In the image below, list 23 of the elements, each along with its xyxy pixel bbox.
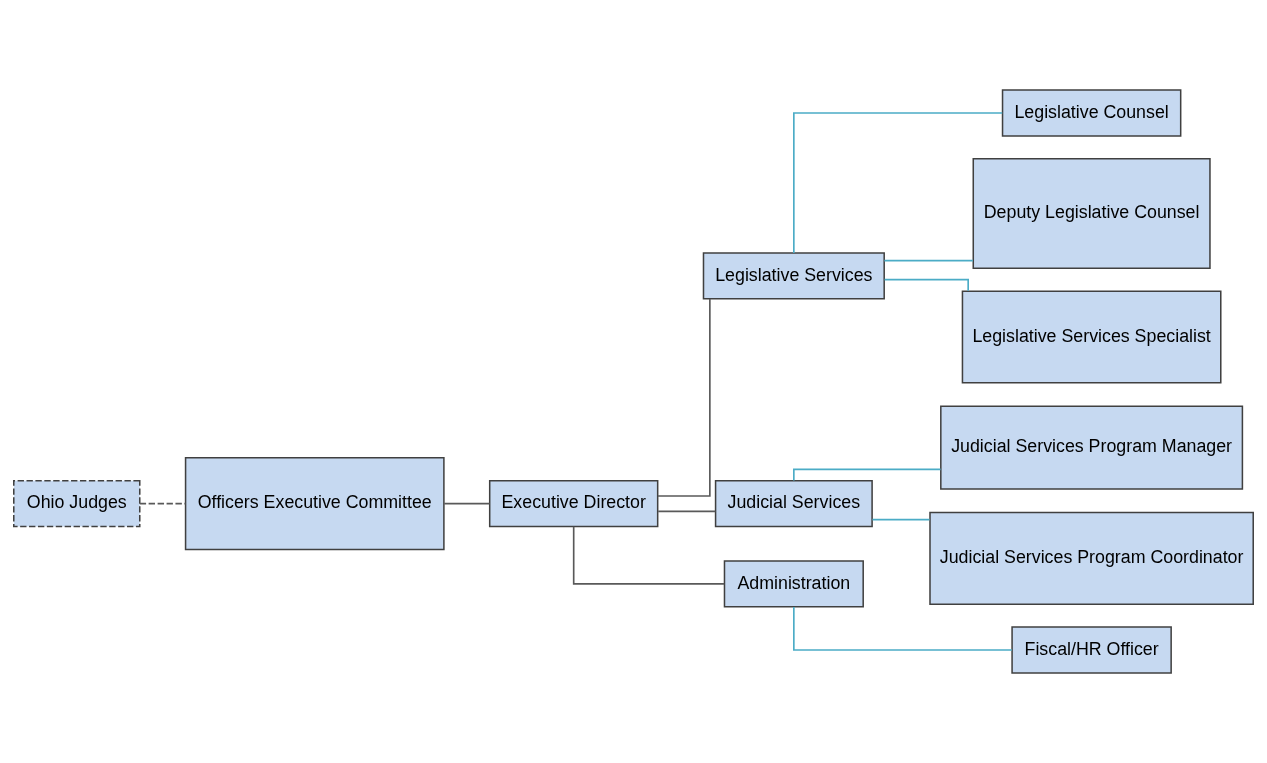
node-box: Ohio Judges (13, 480, 141, 528)
connector (139, 502, 187, 505)
connector (793, 112, 1004, 254)
connector (443, 502, 491, 505)
node-box: Executive Director (488, 480, 659, 528)
connector (793, 468, 942, 482)
node-box: Legislative Counsel (1001, 89, 1182, 137)
node-box: Administration (723, 560, 864, 608)
node-box: Legislative Services Specialist (961, 290, 1222, 384)
connector (883, 259, 974, 262)
node-box: Officers Executive Committee (184, 457, 445, 551)
node-box: Judicial Services Program Coordinator (929, 511, 1254, 605)
node-box: Judicial Services Program Manager (940, 405, 1244, 490)
node-box: Fiscal/HR Officer (1011, 626, 1172, 674)
connector (793, 606, 1013, 651)
node-box: Deputy Legislative Counsel (972, 158, 1211, 269)
connector (657, 510, 717, 513)
connector (657, 298, 711, 497)
connector (871, 518, 931, 521)
connector (883, 278, 969, 292)
node-box: Legislative Services (702, 252, 885, 300)
node-box: Judicial Services (714, 480, 873, 528)
connector (572, 526, 725, 585)
